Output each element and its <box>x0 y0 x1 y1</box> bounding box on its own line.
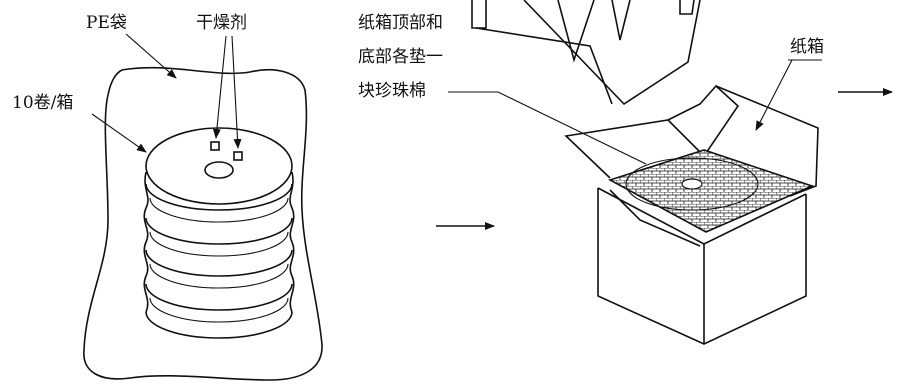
foam-label-line2: 底部各垫一 <box>358 47 443 67</box>
roll-stack-right-wall <box>289 171 295 313</box>
foam-leader <box>448 91 647 165</box>
desiccant-leader <box>231 35 242 149</box>
foam-pad-outline <box>475 27 613 105</box>
roll-stack-left-wall <box>143 171 149 313</box>
roll-core <box>204 161 234 179</box>
roll-stack <box>143 127 295 339</box>
roll-separator <box>145 283 293 311</box>
roll-separator <box>149 297 289 323</box>
rolls-leader <box>91 113 147 153</box>
rolls-per-box-label: 10卷/箱 <box>12 93 73 113</box>
carton-flap-left <box>564 119 705 179</box>
foam-label-line3: 块珍珠棉 <box>358 81 426 101</box>
top-foam-pad <box>471 0 701 106</box>
roll-separator <box>145 249 293 277</box>
roll-separator <box>149 197 289 223</box>
foam-pad-outline <box>471 0 487 29</box>
foam-pad-outline <box>557 0 595 63</box>
foam-label-line1: 纸箱顶部和 <box>358 13 443 33</box>
carton-flap-back <box>667 84 740 157</box>
pe-bag-label: PE袋 <box>86 13 127 33</box>
top-roll <box>145 127 293 205</box>
roll-separator <box>149 263 289 289</box>
foam-pad-outline <box>679 0 695 15</box>
carton-roll-core <box>681 178 703 190</box>
desiccant-packet <box>210 141 220 151</box>
roll-separator <box>145 311 293 339</box>
roll-separator <box>149 231 289 257</box>
roll-separator <box>145 217 293 245</box>
foam-pad-outline <box>523 0 701 106</box>
carton-foam-pad <box>607 149 815 233</box>
pe-bag-group <box>83 66 323 381</box>
desiccant-leader <box>212 35 227 139</box>
carton-label: 纸箱 <box>790 37 824 57</box>
roll-separator <box>145 183 293 211</box>
desiccant-label: 干燥剂 <box>196 13 247 33</box>
carton-flap-right <box>715 85 819 197</box>
pe-bag-leader <box>125 33 177 79</box>
pe-bag-outline <box>83 66 323 381</box>
carton-leader <box>755 59 793 131</box>
desiccant-packet <box>233 151 243 161</box>
foam-pad-outline <box>611 0 631 41</box>
carton-roll-outline <box>625 157 759 211</box>
